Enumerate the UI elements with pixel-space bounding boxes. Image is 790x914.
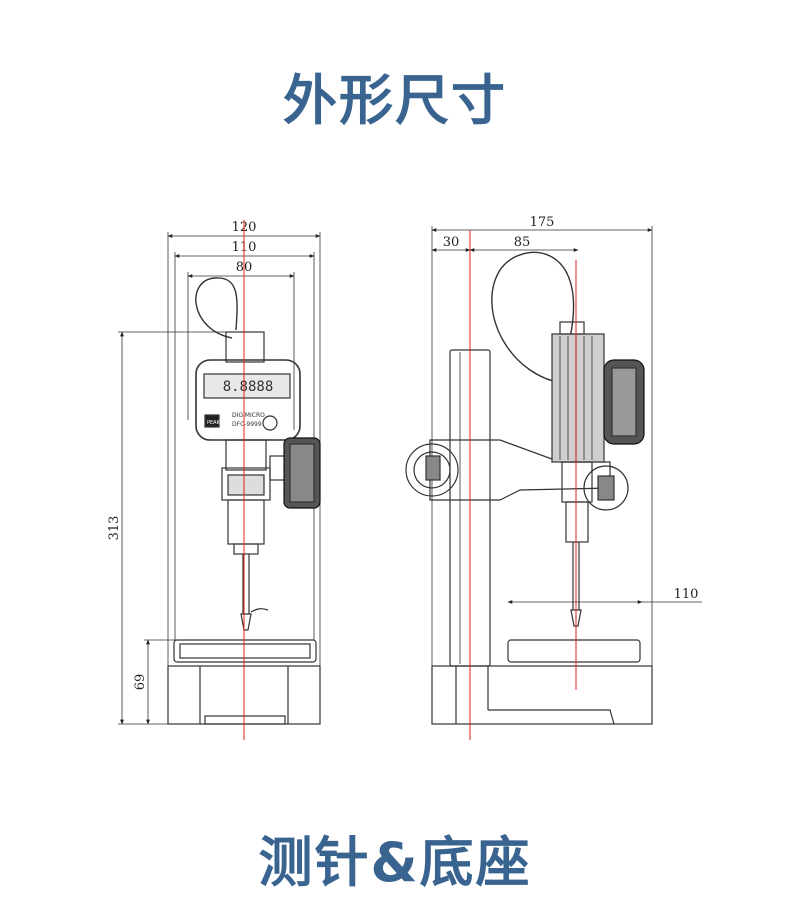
page-title: 外形尺寸 xyxy=(283,69,507,132)
section-title: 测针&底座 xyxy=(258,831,532,894)
indicator-display: 8.8888 xyxy=(223,379,274,395)
dim-side-width-overall: 175 xyxy=(530,215,555,230)
front-view xyxy=(118,232,321,725)
indicator-logo: PEAK xyxy=(207,420,221,426)
dim-height-base: 69 xyxy=(133,674,148,691)
dim-height-total: 313 xyxy=(107,516,122,541)
indicator-model: DFC-9999 xyxy=(232,421,262,428)
side-view xyxy=(405,226,702,740)
dim-side-left-offset: 30 xyxy=(443,235,460,250)
indicator-brand: DIGIMICRO xyxy=(232,412,265,419)
dim-side-mid-offset: 85 xyxy=(514,235,531,250)
dim-side-reach: 110 xyxy=(674,587,699,602)
